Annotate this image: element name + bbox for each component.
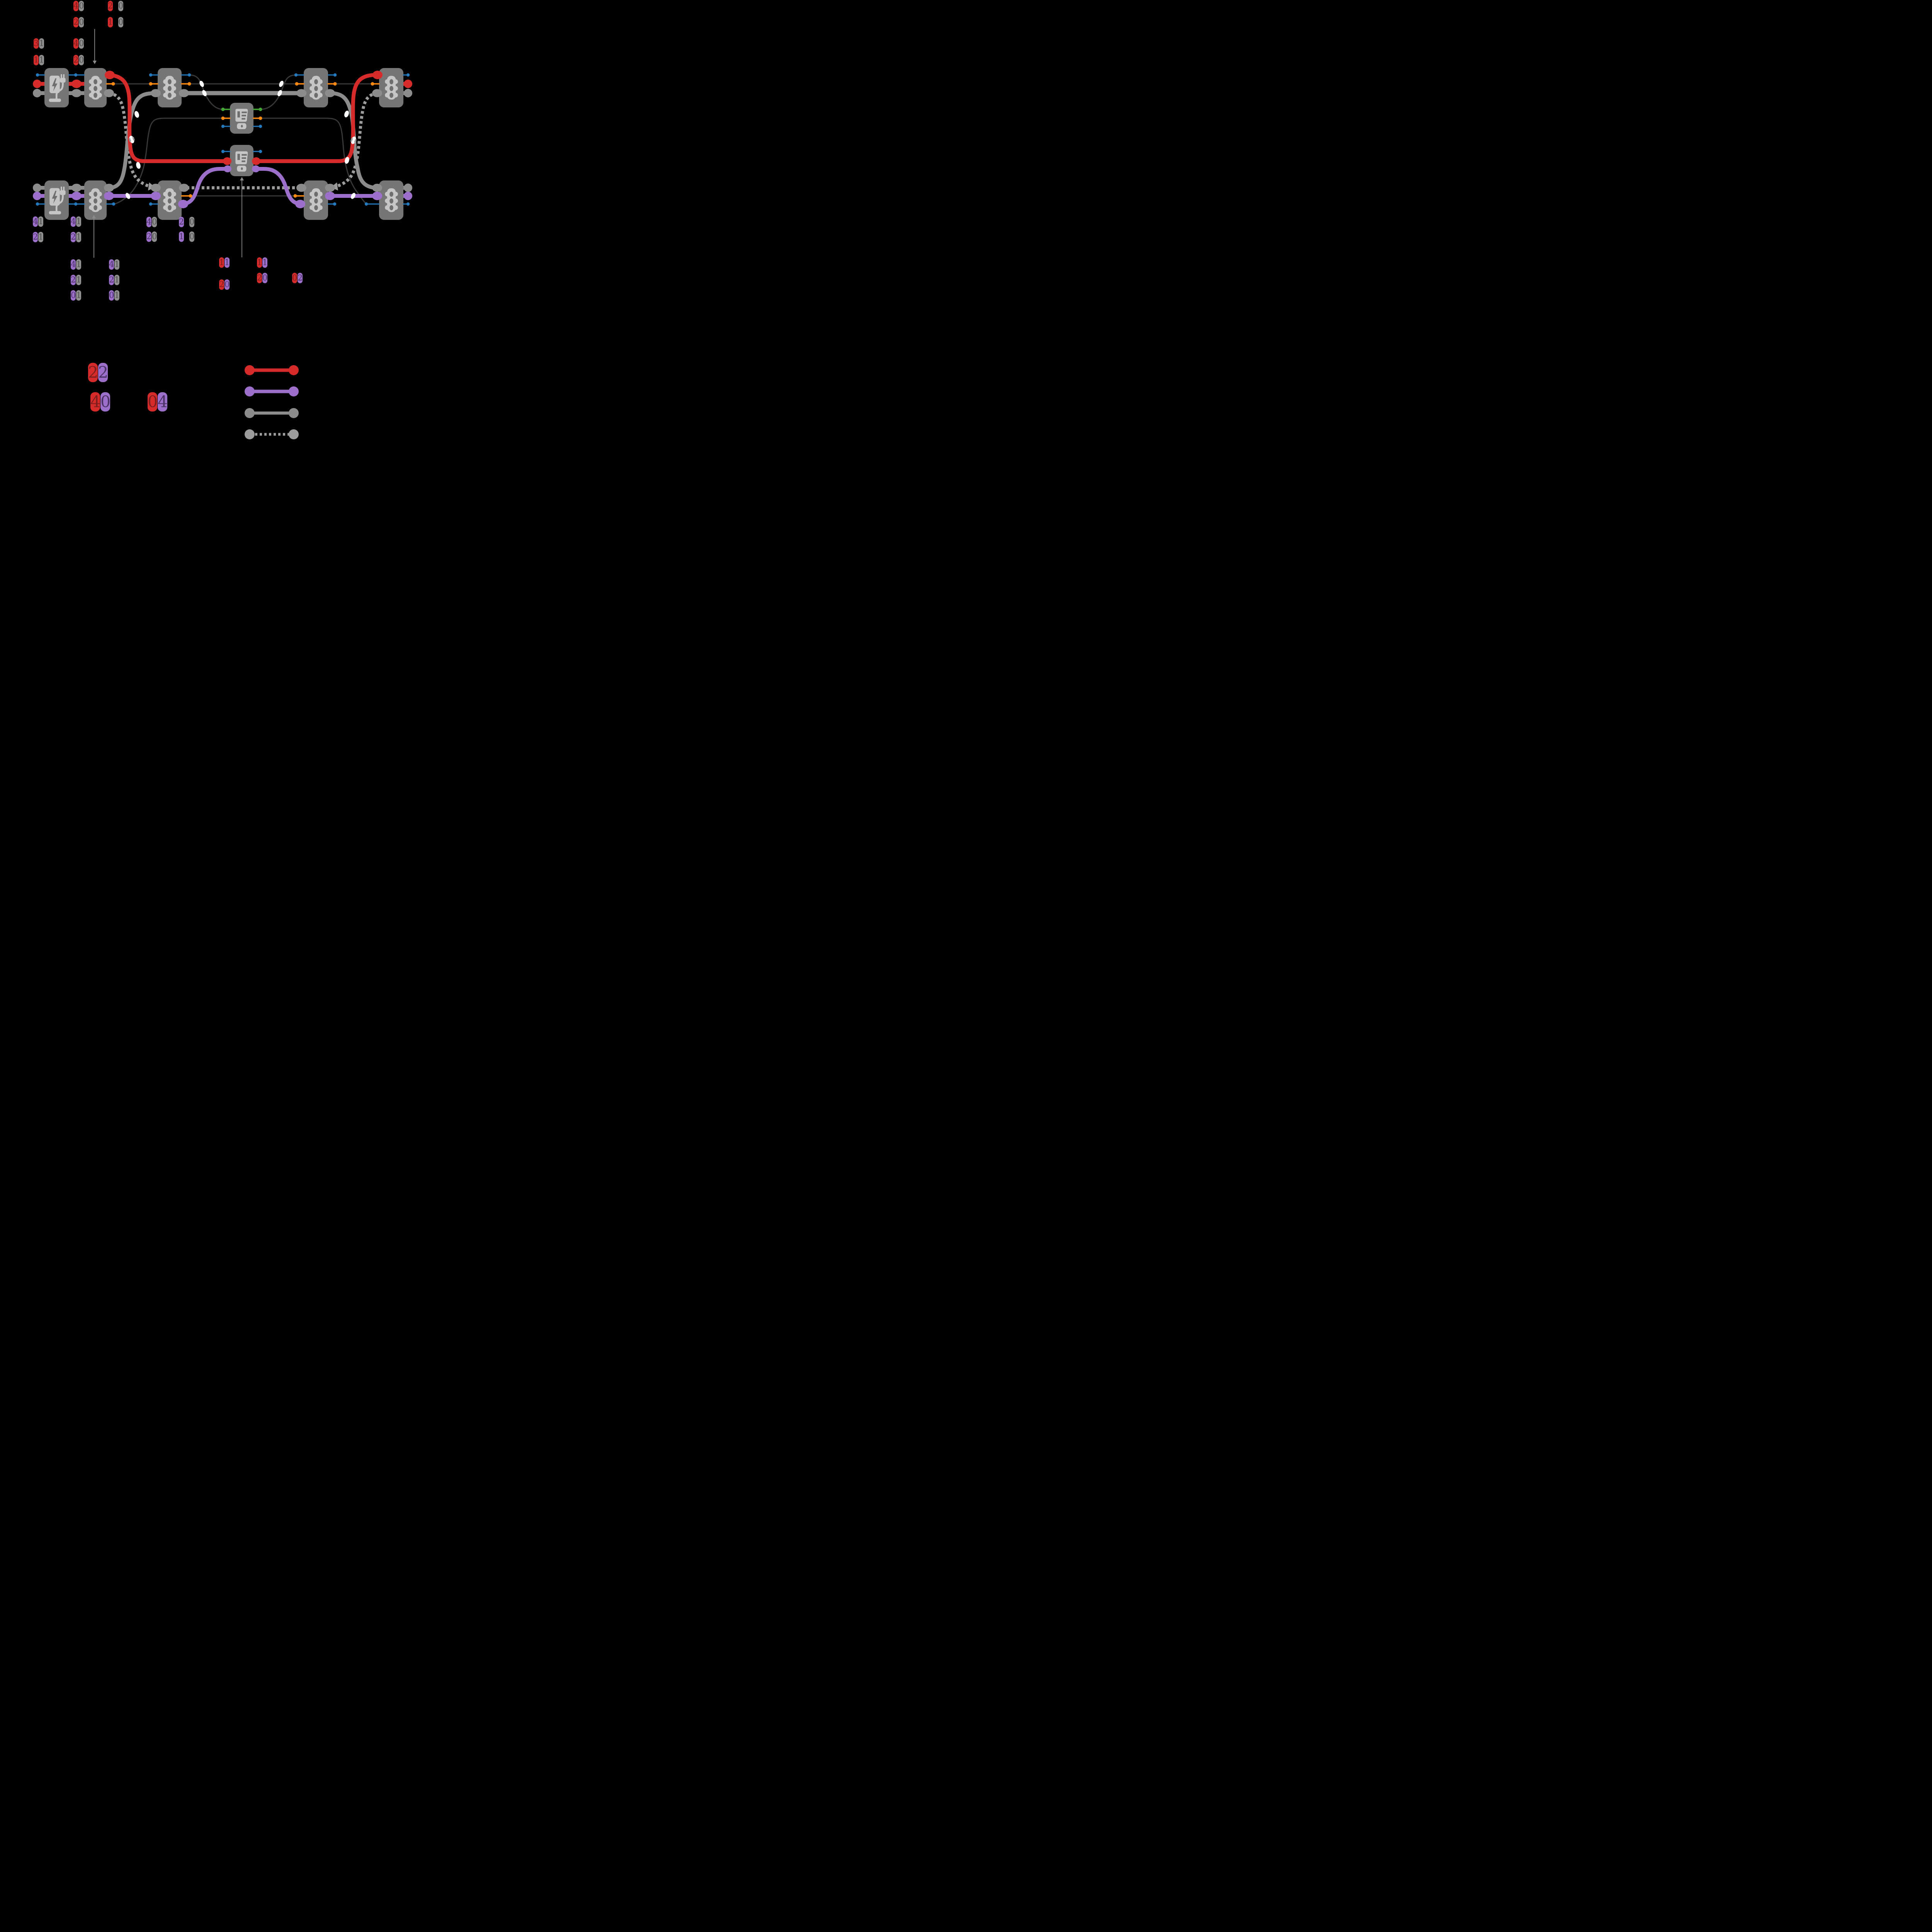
charging-station-node-top-left — [44, 68, 69, 107]
badge-digit: 1 — [114, 259, 120, 270]
badge-digit: 4 — [90, 392, 101, 412]
badge-digit: 0 — [109, 290, 114, 301]
badge-digit: 0 — [189, 231, 195, 242]
badge-digit: 0 — [118, 1, 124, 11]
badge-digit: 2 — [73, 55, 79, 65]
badge-digit: 1 — [224, 257, 230, 268]
traffic-light-node-top-1 — [84, 68, 107, 107]
badge-digit: 4 — [146, 217, 152, 227]
badge-digit: 1 — [38, 232, 44, 242]
badge-digit: 4 — [158, 392, 168, 412]
badge-digit: 0 — [79, 17, 84, 27]
badge-digit: 2 — [146, 231, 152, 242]
badge-digit: 0 — [79, 55, 84, 65]
badge-digit: 1 — [219, 257, 224, 268]
badge-digit: 1 — [262, 257, 268, 268]
badge-digit: 4 — [109, 259, 114, 270]
badge-digit: 0 — [292, 273, 298, 283]
badge-digit: 0 — [79, 38, 84, 49]
badge-digit: 0 — [118, 17, 124, 27]
badge-digit: 2 — [98, 363, 109, 382]
badge-digit: 0 — [189, 217, 195, 227]
badge-digit: 0 — [152, 231, 157, 242]
badge-digit: 1 — [34, 55, 39, 65]
badge-digit: 4 — [33, 216, 38, 227]
badge-digit: 2 — [257, 273, 262, 283]
traffic-light-node-top-4 — [379, 68, 403, 107]
badge-digit: 2 — [179, 217, 184, 227]
badge-digit: 1 — [39, 38, 44, 49]
badge-digit: 0 — [224, 279, 230, 290]
badge-digit: 1 — [76, 259, 82, 270]
badge-digit: 0 — [79, 1, 84, 11]
badge-digit: 2 — [71, 275, 76, 285]
badge-digit: 0 — [152, 217, 157, 227]
badge-digit: 0 — [148, 392, 158, 412]
badge-digit: 2 — [298, 273, 303, 283]
badge-digit: 0 — [100, 392, 111, 412]
badge-digit: 1 — [114, 290, 120, 301]
traffic-light-node-bottom-1 — [84, 180, 107, 220]
badge-digit: 4 — [71, 216, 76, 227]
badge-digit: 4 — [71, 259, 76, 270]
badge-digit: 2 — [109, 275, 114, 285]
badge-digit: 1 — [38, 216, 44, 227]
badge-digit: 1 — [39, 55, 44, 65]
badge-digit: 1 — [76, 232, 82, 242]
badge-digit: 0 — [262, 273, 268, 283]
badge-digit: 2 — [108, 1, 113, 11]
badge-digit: 4 — [73, 38, 79, 49]
badge-digit: 1 — [76, 216, 82, 227]
badge-digit: 4 — [73, 1, 79, 11]
badge-digit: 2 — [88, 363, 99, 382]
badge-digit: 2 — [33, 232, 38, 242]
badge-digit: 1 — [76, 275, 82, 285]
traffic-light-node-bottom-4 — [379, 180, 403, 220]
badge-digit: 1 — [108, 17, 113, 27]
badge-digit: 2 — [219, 279, 224, 290]
badge-digit: 1 — [179, 231, 184, 242]
badge-digit: 0 — [71, 290, 76, 301]
badge-digit: 1 — [257, 257, 262, 268]
badge-digit: 2 — [73, 17, 79, 27]
badge-digit: 1 — [76, 290, 82, 301]
badge-digit: 3 — [34, 38, 39, 49]
badge-digit: 1 — [114, 275, 120, 285]
badge-digit: 2 — [71, 232, 76, 242]
